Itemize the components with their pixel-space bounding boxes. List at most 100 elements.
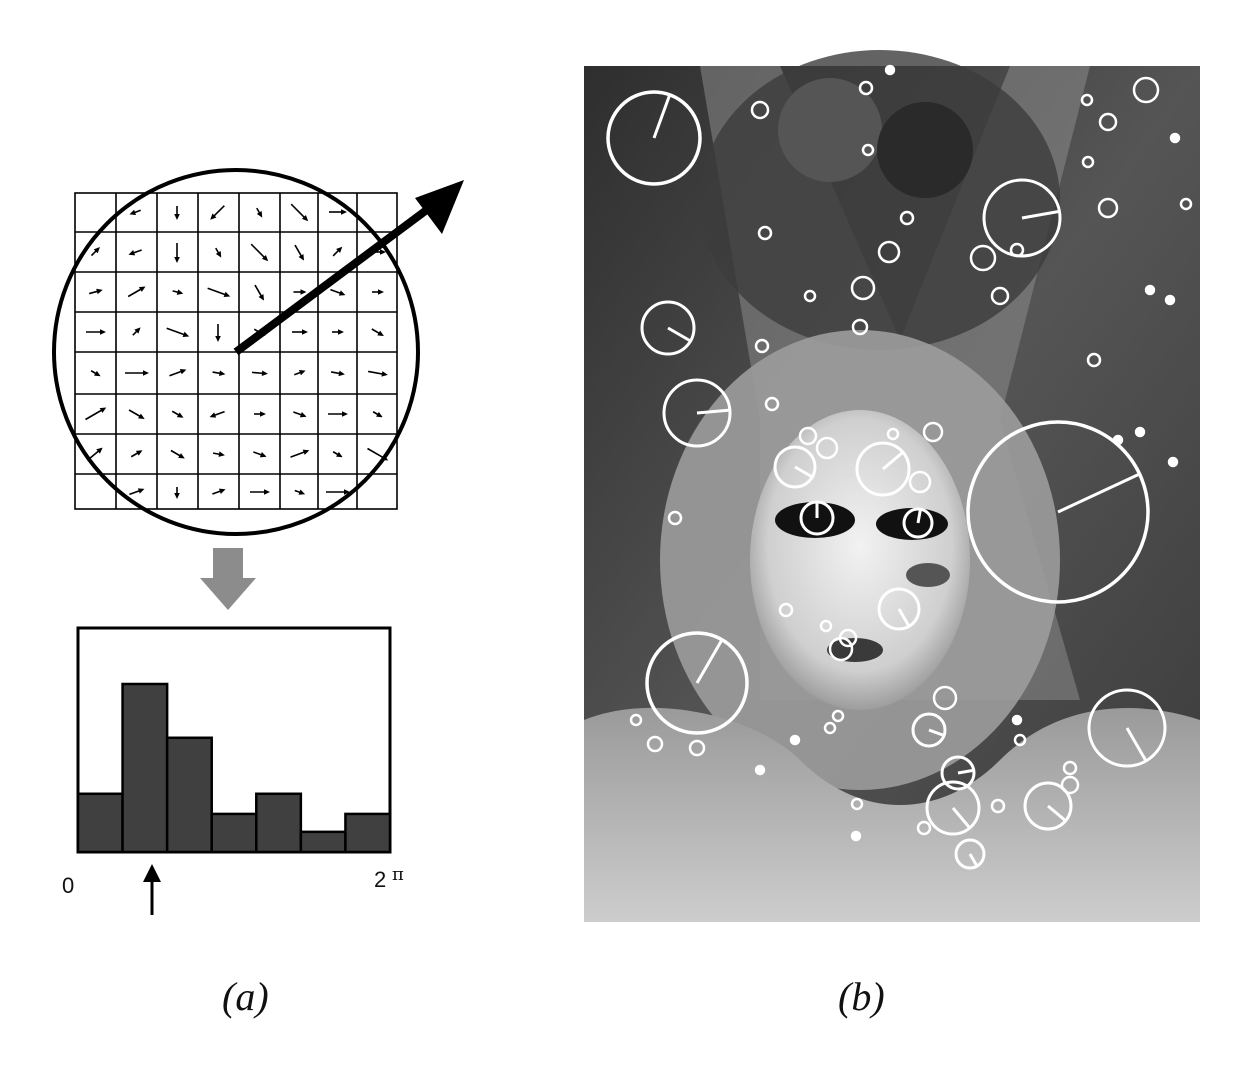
gradient-arrow-head	[100, 329, 106, 335]
gradient-arrow-head	[215, 251, 222, 258]
gradient-arrow-head	[336, 246, 343, 253]
keypoint-small	[831, 709, 845, 723]
keypoint-small	[646, 735, 664, 753]
gradient-arrow-head	[218, 451, 225, 457]
gradient-arrow-head	[182, 331, 190, 338]
keypoint-circle	[966, 420, 1150, 604]
gradient-arrow-head	[264, 489, 270, 495]
keypoint-small	[1081, 155, 1095, 169]
gradient-arrow-head	[178, 453, 185, 459]
gradient-arrow-head	[259, 452, 267, 458]
keypoint-small	[667, 510, 683, 526]
gradient-arrow-head	[338, 290, 346, 296]
keypoint-small	[688, 739, 706, 757]
gradient-arrow-head	[301, 214, 309, 222]
keypoint-small	[1097, 197, 1119, 219]
dominant-orientation-arrow	[233, 180, 464, 356]
gradient-arrow-head	[96, 288, 103, 295]
keypoint-small	[1086, 352, 1102, 368]
keypoint-orientation	[957, 768, 975, 775]
keypoint-circle	[877, 587, 921, 631]
keypoint-small	[884, 64, 896, 76]
keypoint-small	[916, 820, 932, 836]
gradient-arrow-head	[344, 489, 350, 495]
keypoint-small	[819, 619, 833, 633]
keypoint-orientation	[1125, 727, 1148, 762]
keypoint-circle	[902, 507, 934, 539]
keypoint-circle	[1023, 781, 1073, 831]
keypoint-small	[754, 764, 766, 776]
keypoint-orientation	[1021, 209, 1060, 220]
keypoint-small	[922, 421, 944, 443]
gradient-arrow-head	[138, 413, 145, 419]
gradient-arrow-head	[134, 327, 141, 334]
keypoint-orientation	[794, 465, 814, 479]
flow-down-arrow	[200, 548, 256, 610]
caption-a: (a)	[222, 974, 269, 1019]
keypoint-circle	[640, 300, 696, 356]
keypoint-small	[850, 830, 862, 842]
keypoint-circle	[645, 631, 749, 735]
keypoint-small	[803, 289, 817, 303]
gradient-arrow-head	[93, 247, 100, 254]
keypoint-small	[861, 143, 875, 157]
gradient-arrow-head	[381, 371, 388, 377]
keypoint-orientation	[1047, 804, 1067, 822]
keypoint-orientation	[928, 728, 945, 737]
keypoint-small	[828, 636, 854, 662]
keypoint-small	[778, 602, 794, 618]
gradient-arrow-head	[129, 209, 137, 215]
keypoint-circle	[925, 780, 981, 836]
histogram-bar	[344, 812, 392, 854]
panel-b: (b)	[584, 50, 1200, 1019]
gradient-arrow-head	[94, 370, 101, 377]
keypoint-orientation	[916, 508, 922, 524]
keypoint-small	[1167, 456, 1179, 468]
keypoint-circle	[855, 441, 911, 497]
gradient-arrow-head	[298, 489, 306, 495]
keypoint-small	[629, 713, 643, 727]
gradient-arrow-head	[174, 214, 180, 220]
keypoint-circle	[954, 838, 986, 870]
keypoint-orientation	[882, 451, 904, 471]
keypoint-small	[1080, 93, 1094, 107]
gradient-arrow-head	[298, 370, 306, 376]
gradient-arrow-head	[135, 450, 143, 456]
gradient-arrow-head	[302, 329, 308, 335]
gradient-arrow-head	[300, 289, 307, 295]
histogram-bar	[121, 682, 169, 854]
keypoint-small	[764, 396, 780, 412]
keypoint-small	[1112, 434, 1124, 446]
keypoint-orientation	[951, 807, 971, 829]
gradient-arrow-head	[96, 447, 103, 454]
gradient-arrow-head	[338, 370, 345, 377]
histogram-bar	[76, 792, 124, 854]
keypoint-small	[990, 798, 1006, 814]
keypoint-small	[858, 80, 874, 96]
gradient-arrow-head	[210, 213, 217, 220]
keypoint-small	[815, 436, 839, 460]
gradient-arrow-head	[377, 330, 384, 336]
keypoint-small	[1144, 284, 1156, 296]
keypoint-small	[1062, 760, 1078, 776]
panel-a: 0 2 π (a)	[52, 168, 464, 1019]
gradient-arrow-head	[174, 493, 180, 499]
gradient-arrow-head	[223, 291, 231, 298]
keypoint-orientation	[695, 638, 724, 684]
descriptor-window-circle	[52, 168, 420, 536]
gradient-arrows	[85, 203, 389, 499]
x-end-label-number: 2	[374, 867, 386, 892]
gradient-arrow-head	[218, 488, 226, 494]
keypoint-circle	[662, 378, 732, 448]
gradient-arrow-head	[176, 289, 184, 295]
gradient-arrow-head	[143, 370, 149, 376]
keypoint-small	[1164, 294, 1176, 306]
keypoint-small	[899, 210, 915, 226]
gradient-arrow-head	[299, 412, 307, 418]
gradient-arrow-head	[342, 411, 348, 417]
histogram-bars	[76, 682, 392, 854]
keypoint-small	[932, 685, 958, 711]
photo-mask	[584, 50, 1200, 922]
gradient-arrow-head	[261, 370, 268, 377]
